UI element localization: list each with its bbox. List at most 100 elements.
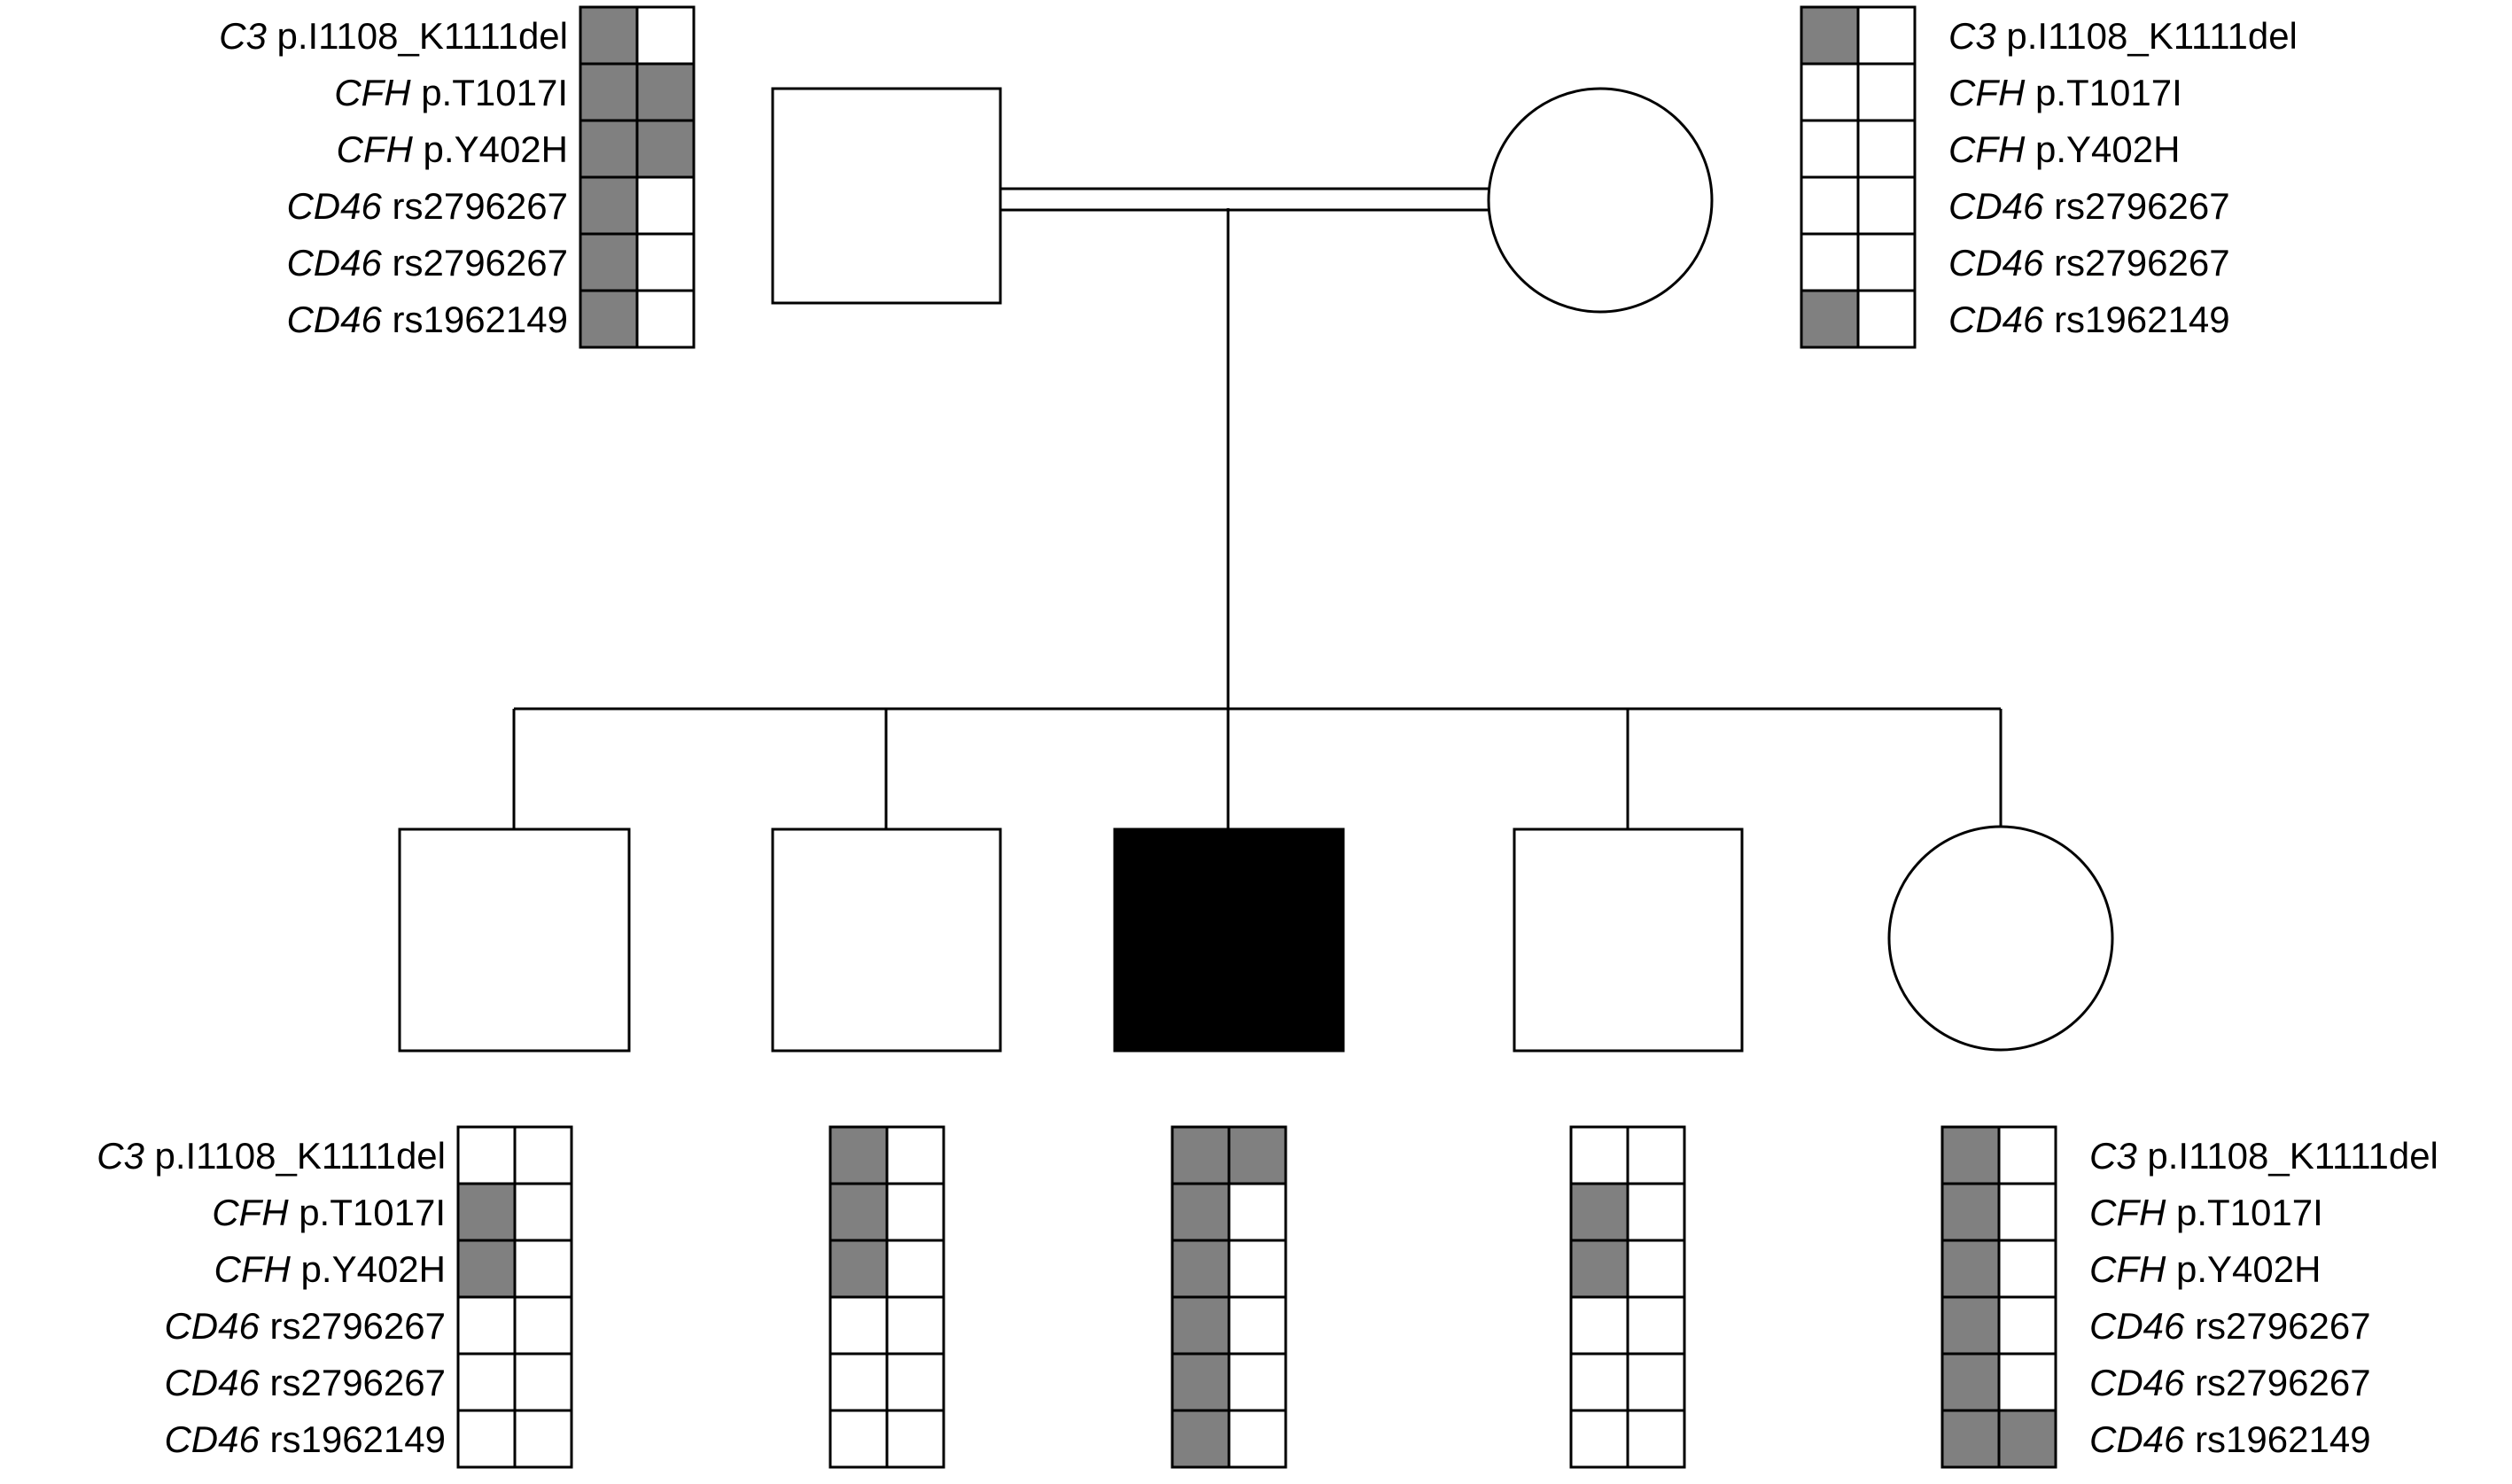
allele-cell-reference: [1856, 119, 1917, 179]
allele-cell-carrier: [579, 289, 639, 349]
gene-name: CFH: [214, 1248, 292, 1290]
allele-cell-reference: [513, 1295, 573, 1356]
allele-cell-reference: [1227, 1295, 1287, 1356]
allele-cell-carrier: [1940, 1239, 2001, 1299]
allele-cell-carrier: [579, 119, 639, 179]
allele-cell-reference: [1800, 62, 1860, 122]
pedigree-symbols: [398, 87, 2114, 1053]
genotype-grid-child-4: [1569, 1125, 1686, 1469]
allele-cell-carrier: [579, 232, 639, 292]
allele-cell-carrier: [579, 5, 639, 66]
variant-name: rs2796267: [393, 185, 569, 227]
variant-name: p.Y402H: [2035, 128, 2180, 170]
allele-cell-reference: [1856, 175, 1917, 236]
variant-label: C3 p.I1108_K1111del: [219, 15, 568, 57]
genotype-grid-child-5: [1940, 1125, 2057, 1469]
gene-name: CD46: [2089, 1362, 2185, 1403]
gene-name: CFH: [212, 1192, 289, 1233]
variant-label: CD46 rs2796267: [286, 242, 568, 284]
variant-label: CD46 rs1962149: [164, 1418, 446, 1460]
allele-cell-reference: [1227, 1352, 1287, 1412]
gene-name: CD46: [1948, 242, 2044, 284]
allele-cell-reference: [1569, 1352, 1629, 1412]
variant-name: p.Y402H: [301, 1248, 446, 1290]
allele-cell-carrier: [1569, 1239, 1629, 1299]
allele-cell-reference: [1856, 5, 1917, 66]
variant-name: rs2796267: [2054, 242, 2230, 284]
allele-cell-reference: [1626, 1239, 1686, 1299]
allele-cell-reference: [456, 1125, 517, 1185]
genotype-grid-father: [579, 5, 696, 349]
variant-name: p.I1108_K1111del: [2147, 1135, 2438, 1177]
allele-cell-reference: [885, 1239, 945, 1299]
variant-label: CFH p.Y402H: [214, 1248, 446, 1290]
variant-label: CD46 rs1962149: [2089, 1418, 2371, 1460]
variant-name: p.T1017I: [421, 72, 568, 113]
variant-name: p.Y402H: [424, 128, 568, 170]
allele-cell-reference: [1227, 1409, 1287, 1469]
gene-name: CFH: [2089, 1192, 2166, 1233]
allele-cell-carrier: [1170, 1239, 1231, 1299]
allele-cell-reference: [513, 1182, 573, 1242]
allele-cell-reference: [885, 1352, 945, 1412]
gene-name: CFH: [2089, 1248, 2166, 1290]
male-symbol: [771, 827, 1002, 1053]
allele-cell-reference: [1997, 1239, 2057, 1299]
gene-name: C3: [97, 1135, 144, 1177]
allele-cell-reference: [1569, 1125, 1629, 1185]
variant-label: CFH p.Y402H: [1948, 128, 2180, 170]
variant-name: p.T1017I: [2035, 72, 2182, 113]
allele-cell-reference: [828, 1352, 889, 1412]
variant-label: CFH p.T1017I: [2089, 1192, 2323, 1233]
genotype-grids: [456, 5, 2057, 1469]
gene-name: CD46: [286, 242, 382, 284]
allele-cell-reference: [635, 289, 696, 349]
allele-cell-reference: [635, 232, 696, 292]
allele-cell-reference: [828, 1295, 889, 1356]
variant-name: rs2796267: [270, 1305, 447, 1347]
variant-label: CD46 rs2796267: [2089, 1362, 2371, 1403]
variant-label: CD46 rs2796267: [1948, 242, 2230, 284]
allele-cell-reference: [1800, 232, 1860, 292]
variant-name: p.T1017I: [2176, 1192, 2323, 1233]
gene-name: CFH: [334, 72, 411, 113]
allele-cell-reference: [1856, 62, 1917, 122]
variant-label: CFH p.T1017I: [334, 72, 568, 113]
variant-name: rs2796267: [270, 1362, 447, 1403]
allele-cell-carrier: [1940, 1409, 2001, 1469]
allele-cell-reference: [513, 1352, 573, 1412]
allele-cell-carrier: [1170, 1182, 1231, 1242]
allele-cell-reference: [1227, 1182, 1287, 1242]
genotype-grid-child-2: [828, 1125, 945, 1469]
allele-cell-reference: [1997, 1182, 2057, 1242]
allele-cell-carrier: [635, 62, 696, 122]
male-symbol: [771, 87, 1002, 305]
male-symbol: [398, 827, 631, 1053]
variant-label: CD46 rs1962149: [286, 299, 568, 340]
allele-cell-reference: [635, 5, 696, 66]
variant-label: CFH p.T1017I: [1948, 72, 2182, 113]
gene-name: CD46: [164, 1362, 260, 1403]
allele-cell-carrier: [456, 1239, 517, 1299]
variant-name: rs2796267: [2054, 185, 2230, 227]
allele-cell-carrier: [635, 119, 696, 179]
gene-name: CD46: [1948, 299, 2044, 340]
allele-cell-reference: [1856, 232, 1917, 292]
variant-name: p.I1108_K1111del: [154, 1135, 446, 1177]
variant-label: C3 p.I1108_K1111del: [1948, 15, 2298, 57]
allele-cell-carrier: [1170, 1352, 1231, 1412]
allele-cell-carrier: [1940, 1182, 2001, 1242]
variant-name: p.I1108_K1111del: [276, 15, 568, 57]
allele-cell-reference: [513, 1125, 573, 1185]
allele-cell-carrier: [1800, 289, 1860, 349]
allele-cell-reference: [1626, 1295, 1686, 1356]
gene-name: CD46: [2089, 1305, 2185, 1347]
male-symbol: [1513, 827, 1744, 1053]
allele-cell-carrier: [1940, 1125, 2001, 1185]
variant-name: p.I1108_K1111del: [2006, 15, 2298, 57]
gene-name: CD46: [286, 185, 382, 227]
allele-cell-reference: [513, 1409, 573, 1469]
allele-cell-carrier: [1227, 1125, 1287, 1185]
allele-cell-reference: [828, 1409, 889, 1469]
